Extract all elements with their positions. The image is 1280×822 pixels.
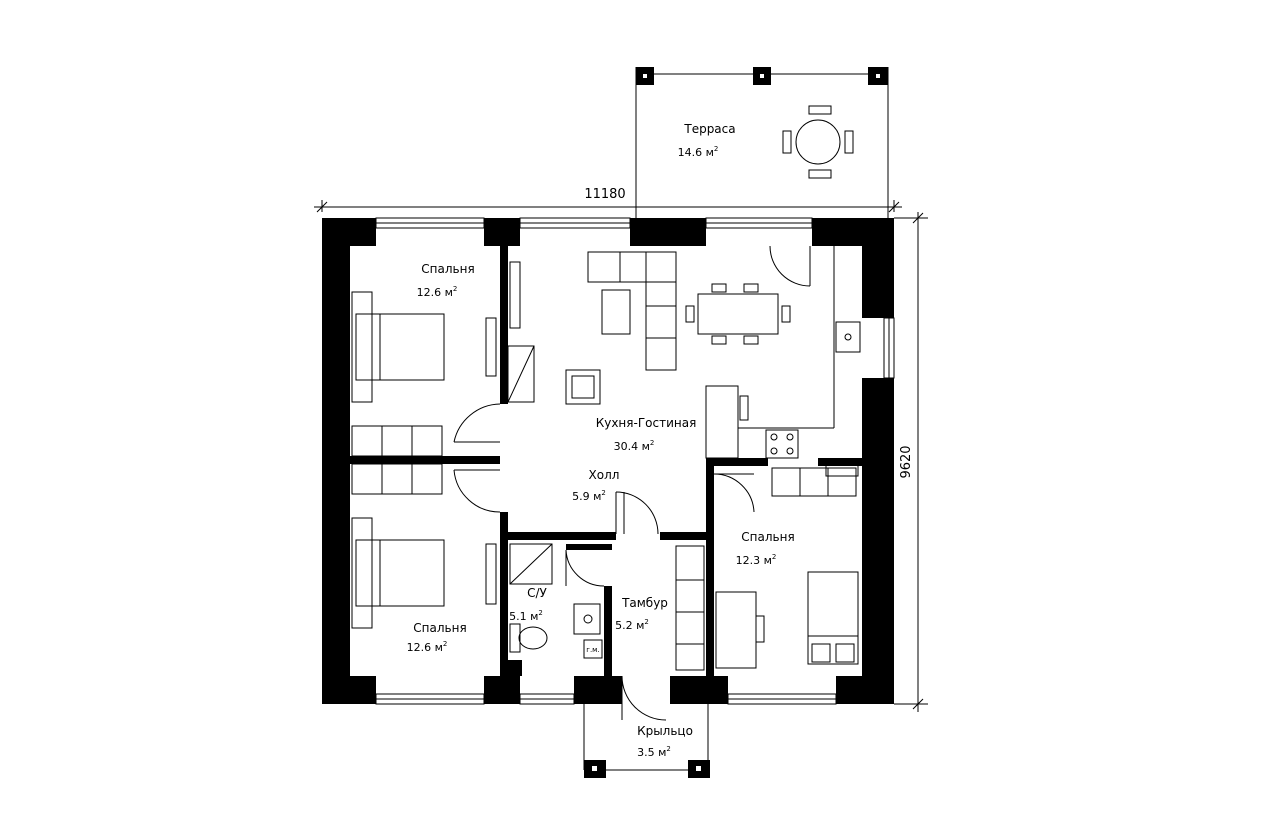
room-name-bedroom-top-left: Спальня (421, 262, 474, 276)
room-area-hall: 5.9 м (572, 490, 601, 503)
room-area-terrace: 14.6 м (678, 146, 714, 159)
room-name-terrace: Терраса (683, 122, 735, 136)
doors (453, 245, 811, 721)
svg-text:5.2 м2: 5.2 м2 (615, 618, 649, 632)
room-labels: Терраса 14.6 м2 Спальня 12.6 м2 Кухня-Го… (407, 122, 795, 759)
room-area-bedroom-right: 12.3 м (736, 554, 772, 567)
porch (583, 704, 710, 778)
room-name-bedroom-bottom-left: Спальня (413, 621, 466, 635)
terrace (635, 67, 889, 218)
room-name-vestibule: Тамбур (621, 596, 668, 610)
svg-text:5.1 м2: 5.1 м2 (509, 609, 543, 623)
windows (375, 217, 895, 705)
svg-text:3.5 м2: 3.5 м2 (637, 745, 671, 759)
svg-text:12.6 м2: 12.6 м2 (417, 285, 458, 299)
room-name-bedroom-right: Спальня (741, 530, 794, 544)
room-name-kitchen-living: Кухня-Гостиная (596, 416, 697, 430)
outer-walls (322, 218, 894, 704)
furniture (351, 246, 861, 671)
width-dimension (314, 200, 902, 213)
height-label: 9620 (899, 445, 914, 478)
room-area-bathroom: 5.1 м (509, 610, 538, 623)
interior-walls (350, 246, 862, 676)
svg-text:14.6 м2: 14.6 м2 (678, 145, 719, 159)
room-name-hall: Холл (589, 468, 620, 482)
svg-text:12.3 м2: 12.3 м2 (736, 553, 777, 567)
width-label: 11180 (584, 187, 625, 202)
room-name-porch: Крыльцо (637, 724, 693, 738)
room-area-bedroom-top-left: 12.6 м (417, 286, 453, 299)
room-area-bedroom-bottom-left: 12.6 м (407, 641, 443, 654)
svg-text:5.9 м2: 5.9 м2 (572, 489, 606, 503)
svg-text:30.4 м2: 30.4 м2 (614, 439, 655, 453)
svg-text:12.6 м2: 12.6 м2 (407, 640, 448, 654)
room-area-kitchen-living: 30.4 м (614, 440, 650, 453)
height-dimension (894, 212, 928, 712)
room-area-porch: 3.5 м (637, 746, 666, 759)
room-name-bathroom: С/У (527, 586, 547, 600)
dimension-labels: 11180 9620 (584, 187, 914, 479)
room-area-vestibule: 5.2 м (615, 619, 644, 632)
round-table-icon (782, 105, 854, 179)
boiler-label: г.м. (586, 646, 599, 654)
